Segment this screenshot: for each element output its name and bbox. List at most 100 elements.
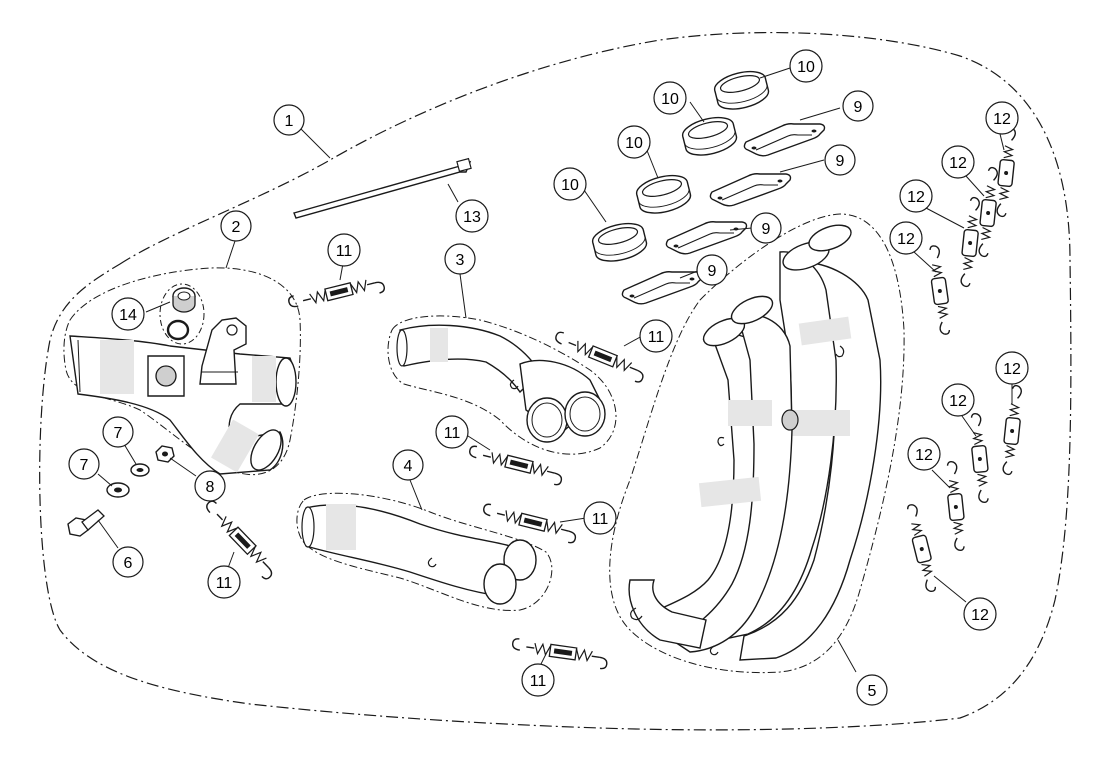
- part-12-spring-h: [903, 502, 940, 594]
- callout-12d: 12: [889, 221, 923, 255]
- svg-text:12: 12: [1003, 361, 1021, 378]
- part-10-gasket-c: [633, 170, 694, 219]
- svg-text:12: 12: [993, 111, 1011, 128]
- part-12-spring-g: [943, 460, 969, 552]
- part-10-gasket-b: [679, 112, 740, 161]
- svg-text:7: 7: [114, 425, 123, 442]
- svg-text:11: 11: [216, 575, 233, 592]
- svg-text:9: 9: [854, 99, 863, 116]
- svg-text:8: 8: [206, 479, 215, 496]
- part-14-seal-and-ring: [168, 288, 195, 339]
- part-14-boundary: [159, 283, 205, 345]
- svg-text:5: 5: [868, 683, 877, 700]
- svg-text:10: 10: [625, 135, 643, 152]
- svg-text:12: 12: [949, 393, 967, 410]
- callout-10a: 10: [789, 49, 823, 83]
- svg-text:7: 7: [80, 457, 89, 474]
- part-8-nut: [156, 446, 174, 462]
- svg-text:12: 12: [897, 231, 915, 248]
- svg-text:11: 11: [530, 673, 547, 690]
- svg-text:11: 11: [648, 329, 665, 346]
- kit-boundary-outline: [39, 31, 1072, 731]
- callout-9b: 9: [824, 144, 856, 176]
- part-3-link-pipe: [397, 325, 605, 442]
- callout-11b: 11: [639, 319, 673, 353]
- callout-3: 3: [444, 243, 476, 275]
- callout-9d: 9: [696, 254, 728, 286]
- callout-12f: 12: [941, 383, 975, 417]
- part-4-link-pipe: [302, 504, 536, 604]
- callout-10b: 10: [653, 81, 687, 115]
- part-6-bolt: [68, 510, 104, 536]
- part-11-spring-e: [198, 498, 280, 582]
- callout-4: 4: [392, 449, 424, 481]
- part-10-gasket-a: [711, 66, 772, 115]
- svg-text:13: 13: [463, 209, 481, 226]
- callout-9a: 9: [842, 90, 874, 122]
- part-12-spring-c: [957, 196, 983, 288]
- svg-text:9: 9: [762, 221, 771, 238]
- svg-text:4: 4: [404, 458, 413, 475]
- part-11-spring-d: [480, 502, 580, 545]
- callout-9c: 9: [750, 212, 782, 244]
- svg-text:12: 12: [971, 607, 989, 624]
- callout-12h: 12: [963, 597, 997, 631]
- part-9-flange-c: [665, 221, 748, 255]
- part-7-washer-a: [107, 483, 129, 497]
- callout-12a: 12: [985, 101, 1019, 135]
- part-9-flange-d: [621, 271, 704, 305]
- callout-10d: 10: [553, 167, 587, 201]
- callout-7b: 7: [102, 416, 134, 448]
- svg-text:14: 14: [119, 307, 137, 324]
- part-3-boundary: [387, 315, 617, 455]
- callout-12g: 12: [907, 437, 941, 471]
- callout-11a: 11: [327, 233, 361, 267]
- callout-7a: 7: [68, 448, 100, 480]
- part-11-spring-a: [287, 273, 386, 316]
- svg-text:6: 6: [124, 555, 133, 572]
- part-9-flange-b: [709, 173, 792, 207]
- svg-text:12: 12: [949, 155, 967, 172]
- part-4-boundary: [296, 492, 553, 611]
- svg-text:12: 12: [915, 447, 933, 464]
- part-2-collector: [70, 318, 296, 475]
- svg-text:11: 11: [592, 511, 609, 528]
- callout-6: 6: [112, 546, 144, 578]
- callout-11d: 11: [583, 501, 617, 535]
- svg-text:11: 11: [444, 425, 461, 442]
- svg-text:9: 9: [836, 153, 845, 170]
- callout-1: 1: [273, 104, 305, 136]
- callout-12b: 12: [941, 145, 975, 179]
- callout-2: 2: [220, 210, 252, 242]
- svg-text:11: 11: [336, 243, 353, 260]
- callout-11f: 11: [521, 663, 555, 697]
- svg-text:3: 3: [456, 252, 465, 269]
- svg-text:10: 10: [797, 59, 815, 76]
- part-10-gasket-d: [589, 218, 650, 267]
- callout-12e: 12: [995, 351, 1029, 385]
- callout-5: 5: [856, 674, 888, 706]
- svg-text:1: 1: [285, 113, 294, 130]
- callout-11c: 11: [435, 415, 469, 449]
- callout-12c: 12: [899, 179, 933, 213]
- svg-text:10: 10: [561, 177, 579, 194]
- part-5-boundary: [609, 213, 905, 674]
- part-12-spring-b: [975, 166, 1001, 258]
- part-12-spring-f: [967, 412, 993, 504]
- svg-text:12: 12: [907, 189, 925, 206]
- part-5-header-pipes: [629, 220, 881, 660]
- svg-text:2: 2: [232, 219, 241, 236]
- part-11-spring-f: [510, 637, 610, 670]
- part-13-cable-tie: [294, 159, 471, 218]
- part-7-washer-b: [131, 464, 149, 476]
- part-12-spring-d: [925, 244, 954, 336]
- svg-text:9: 9: [708, 263, 717, 280]
- callout-10c: 10: [617, 125, 651, 159]
- svg-text:10: 10: [661, 91, 679, 108]
- callout-14: 14: [111, 297, 145, 331]
- leader-lines: [97, 67, 1013, 673]
- part-12-spring-a: [993, 126, 1019, 218]
- callout-13: 13: [455, 199, 489, 233]
